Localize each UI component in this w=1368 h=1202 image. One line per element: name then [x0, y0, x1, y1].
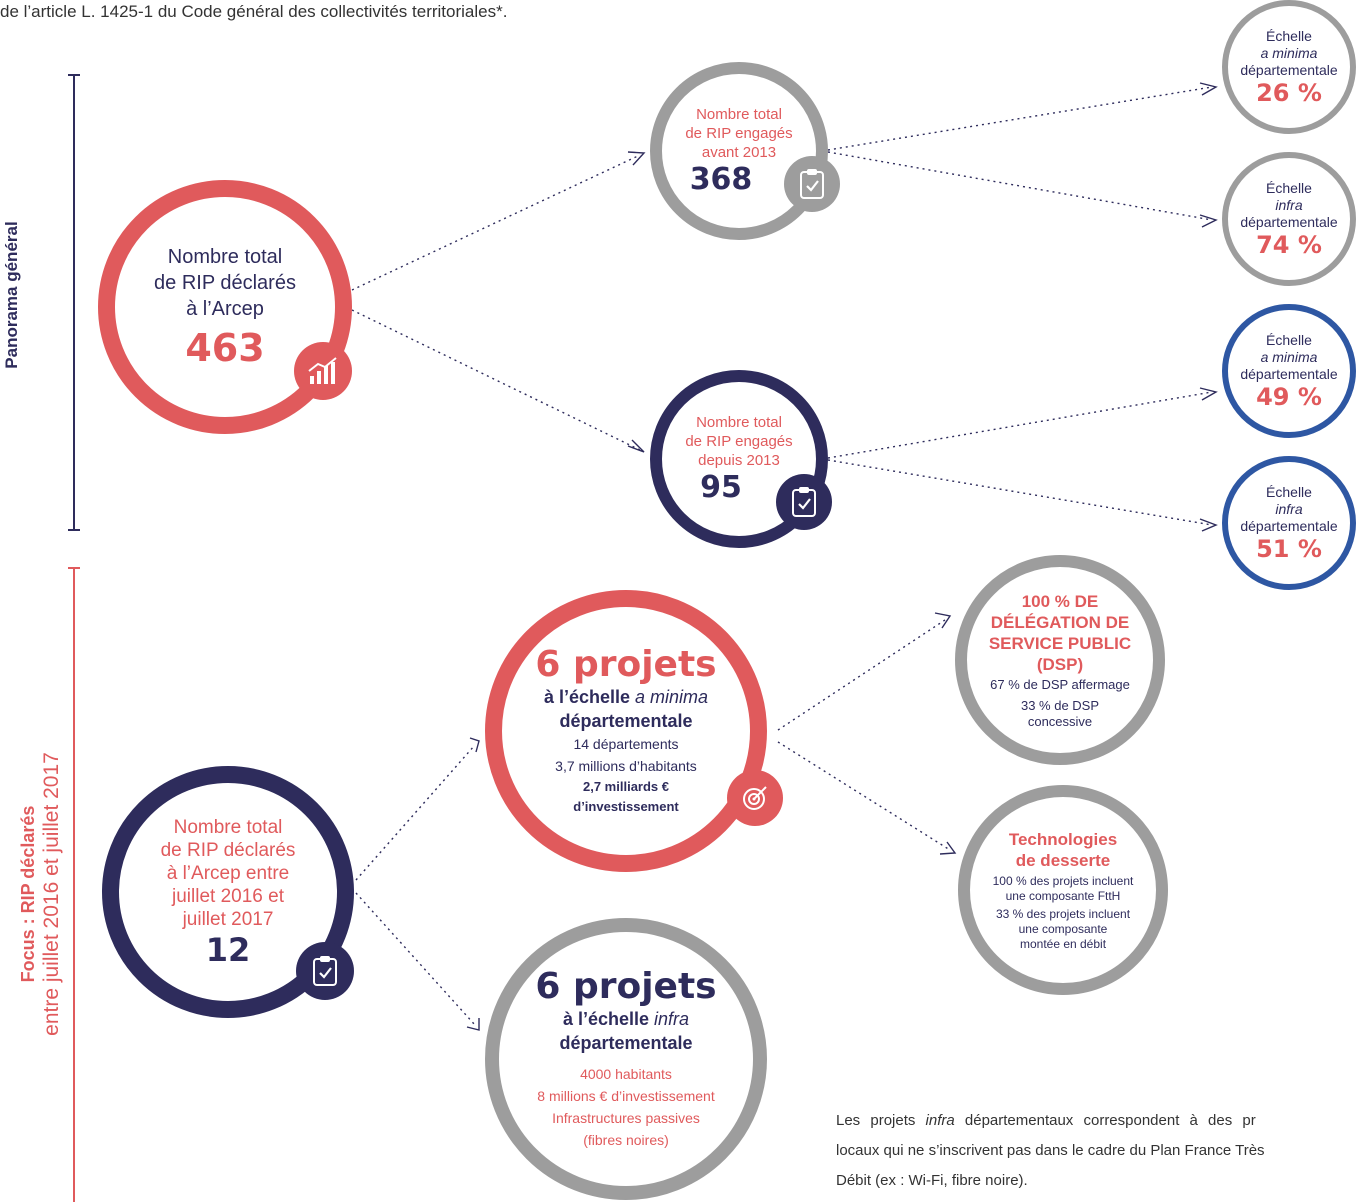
- scale-circle-infra-74: Échelle infra départementale 74 %: [1222, 152, 1356, 286]
- scale-label-3: départementale: [1240, 213, 1338, 230]
- focus-label-5: juillet 2017: [182, 908, 274, 930]
- minima-sub-a: à l’échelle: [543, 687, 636, 707]
- footnote-line-2: locaux qui ne s’inscrivent pas dans le c…: [836, 1142, 1265, 1159]
- tech-detail-5: montée en débit: [1019, 936, 1107, 951]
- minima-detail-3: 2,7 milliards €: [583, 779, 669, 794]
- footnote-l1b: départementaux correspondent à des pr: [954, 1112, 1256, 1129]
- scale-label-1: Échelle: [1266, 179, 1312, 196]
- footnote: Les projets infra départementaux corresp…: [836, 1106, 1368, 1196]
- intro-text: de l’article L. 1425-1 du Code général d…: [0, 2, 508, 21]
- total-label-2: de RIP déclarés: [154, 272, 296, 294]
- dsp-title-4: (DSP): [1036, 654, 1084, 674]
- minima-subtitle-2: départementale: [559, 711, 693, 731]
- tech-detail-4: une composante: [1018, 921, 1108, 936]
- scale-circle-infra-51: Échelle infra départementale 51 %: [1222, 456, 1356, 590]
- dsp-detail-1: 67 % de DSP affermage: [990, 676, 1130, 692]
- dsp-title-1: 100 % DE: [1021, 591, 1099, 611]
- tech-detail-1: 100 % des projets incluent: [992, 873, 1134, 888]
- focus-subtitle: entre juillet 2016 et juillet 2017: [40, 752, 63, 1036]
- since-value: 95: [700, 470, 742, 505]
- focus-label-2: de RIP déclarés: [160, 839, 296, 861]
- since-label-1: Nombre total: [696, 414, 782, 431]
- scale-label-2: a minima: [1260, 44, 1318, 61]
- infra-subtitle-2: départementale: [559, 1033, 693, 1053]
- scale-label-1: Échelle: [1266, 27, 1312, 44]
- tech-title-1: Technologies: [1008, 829, 1118, 849]
- focus-label-1: Nombre total: [173, 816, 283, 838]
- target-icon: [727, 770, 783, 826]
- scale-label-2: a minima: [1260, 348, 1318, 365]
- tech-detail-3: 33 % des projets incluent: [995, 906, 1131, 921]
- dsp-title-2: DÉLÉGATION DE: [990, 612, 1130, 632]
- scale-circle-minima-49: Échelle a minima départementale 49 %: [1222, 304, 1356, 438]
- before-label-2: de RIP engagés: [685, 125, 793, 142]
- minima-detail-1: 14 départements: [573, 736, 679, 752]
- total-label-1: Nombre total: [167, 246, 283, 268]
- engaged-before-circle: Nombre total de RIP engagés avant 2013 3…: [650, 62, 828, 240]
- tech-detail-2: une composante FttH: [1005, 888, 1121, 903]
- infra-detail-4: (fibres noires): [583, 1132, 669, 1148]
- section-label-panorama: Panorama général: [2, 221, 21, 369]
- scale-label-3: départementale: [1240, 61, 1338, 78]
- infra-sub-a: à l’échelle: [562, 1009, 655, 1029]
- minima-subtitle-1: à l’échelle a minima: [544, 685, 708, 709]
- clipboard-icon: [296, 942, 354, 1000]
- scale-value: 51 %: [1256, 534, 1322, 563]
- scale-value: 49 %: [1256, 382, 1322, 411]
- since-label-2: de RIP engagés: [685, 433, 793, 450]
- dsp-circle: 100 % DE DÉLÉGATION DE SERVICE PUBLIC (D…: [955, 555, 1165, 765]
- scale-label-1: Échelle: [1266, 483, 1312, 500]
- scale-value: 26 %: [1256, 78, 1322, 107]
- focus-label-4: juillet 2016 et: [172, 885, 284, 907]
- infra-title: 6 projets: [535, 966, 717, 1007]
- focus-title: Focus : RIP déclarés: [18, 805, 38, 983]
- minima-sub-b: a minima: [635, 687, 709, 707]
- scale-value: 74 %: [1256, 230, 1322, 259]
- infra-subtitle-1: à l’échelle infra: [563, 1007, 689, 1031]
- minima-title: 6 projets: [535, 644, 717, 685]
- focus-value: 12: [205, 930, 251, 969]
- tech-title-2: de desserte: [1015, 850, 1111, 870]
- clipboard-icon: [776, 474, 832, 530]
- infra-detail-3: Infrastructures passives: [552, 1110, 700, 1126]
- infra-detail-2: 8 millions € d’investissement: [537, 1088, 715, 1104]
- footnote-line-3: Débit (ex : Wi-Fi, fibre noire).: [836, 1172, 1028, 1189]
- minima-detail-2: 3,7 millions d’habitants: [555, 758, 697, 774]
- minima-detail-4: d’investissement: [573, 799, 679, 814]
- total-label-3: à l’Arcep: [186, 298, 264, 320]
- before-label-3: avant 2013: [701, 144, 777, 161]
- before-label-1: Nombre total: [696, 106, 782, 123]
- technologies-circle: Technologies de desserte 100 % des proje…: [958, 785, 1168, 995]
- dsp-detail-2: 33 % de DSP: [1020, 697, 1100, 713]
- dsp-detail-3: concessive: [1027, 713, 1093, 729]
- footnote-l1a: Les projets: [836, 1112, 926, 1129]
- infra-projects-circle: 6 projets à l’échelle infra départementa…: [485, 918, 767, 1200]
- scale-label-1: Échelle: [1266, 331, 1312, 348]
- since-label-3: depuis 2013: [698, 452, 780, 469]
- scale-label-2: infra: [1275, 196, 1303, 213]
- section-label-focus: Focus : RIP déclarés entre juillet 2016 …: [16, 714, 64, 1074]
- scale-label-3: départementale: [1240, 365, 1338, 382]
- infra-detail-1: 4000 habitants: [580, 1066, 672, 1082]
- growth-chart-icon: [294, 342, 352, 400]
- dsp-title-3: SERVICE PUBLIC: [988, 633, 1132, 653]
- minima-projects-circle: 6 projets à l’échelle a minima départeme…: [485, 590, 767, 872]
- scale-label-2: infra: [1275, 500, 1303, 517]
- total-value: 463: [185, 326, 265, 370]
- before-value: 368: [689, 162, 753, 197]
- scale-label-3: départementale: [1240, 517, 1338, 534]
- footnote-l1-em: infra: [925, 1112, 955, 1129]
- footnote-line-1: Les projets infra départementaux corresp…: [836, 1106, 1368, 1136]
- infra-sub-b: infra: [654, 1009, 690, 1029]
- scale-circle-minima-26: Échelle a minima départementale 26 %: [1222, 0, 1356, 134]
- focus-label-3: à l’Arcep entre: [166, 862, 290, 884]
- clipboard-icon: [784, 156, 840, 212]
